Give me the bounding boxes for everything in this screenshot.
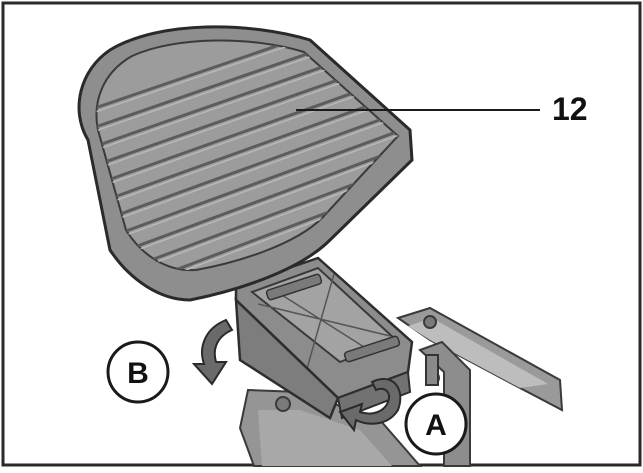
groove-highlight: [96, 119, 399, 251]
groove-highlight: [96, 40, 399, 125]
groove-line: [96, 40, 399, 140]
callout-b-label: B: [127, 357, 149, 390]
groove-highlight: [96, 40, 399, 143]
arrow-a-icon: [338, 377, 402, 433]
groove-line: [96, 40, 399, 122]
groove-highlight: [96, 101, 399, 233]
arrow-b-icon: [191, 318, 234, 386]
part-number-label: 12: [552, 91, 588, 127]
mounting-bracket: [234, 256, 414, 420]
callout-a: A: [404, 392, 468, 456]
groove-line: [96, 114, 399, 248]
frame-rails: [238, 306, 564, 467]
callout-a-label: A: [425, 409, 447, 442]
callout-b: B: [106, 340, 170, 404]
